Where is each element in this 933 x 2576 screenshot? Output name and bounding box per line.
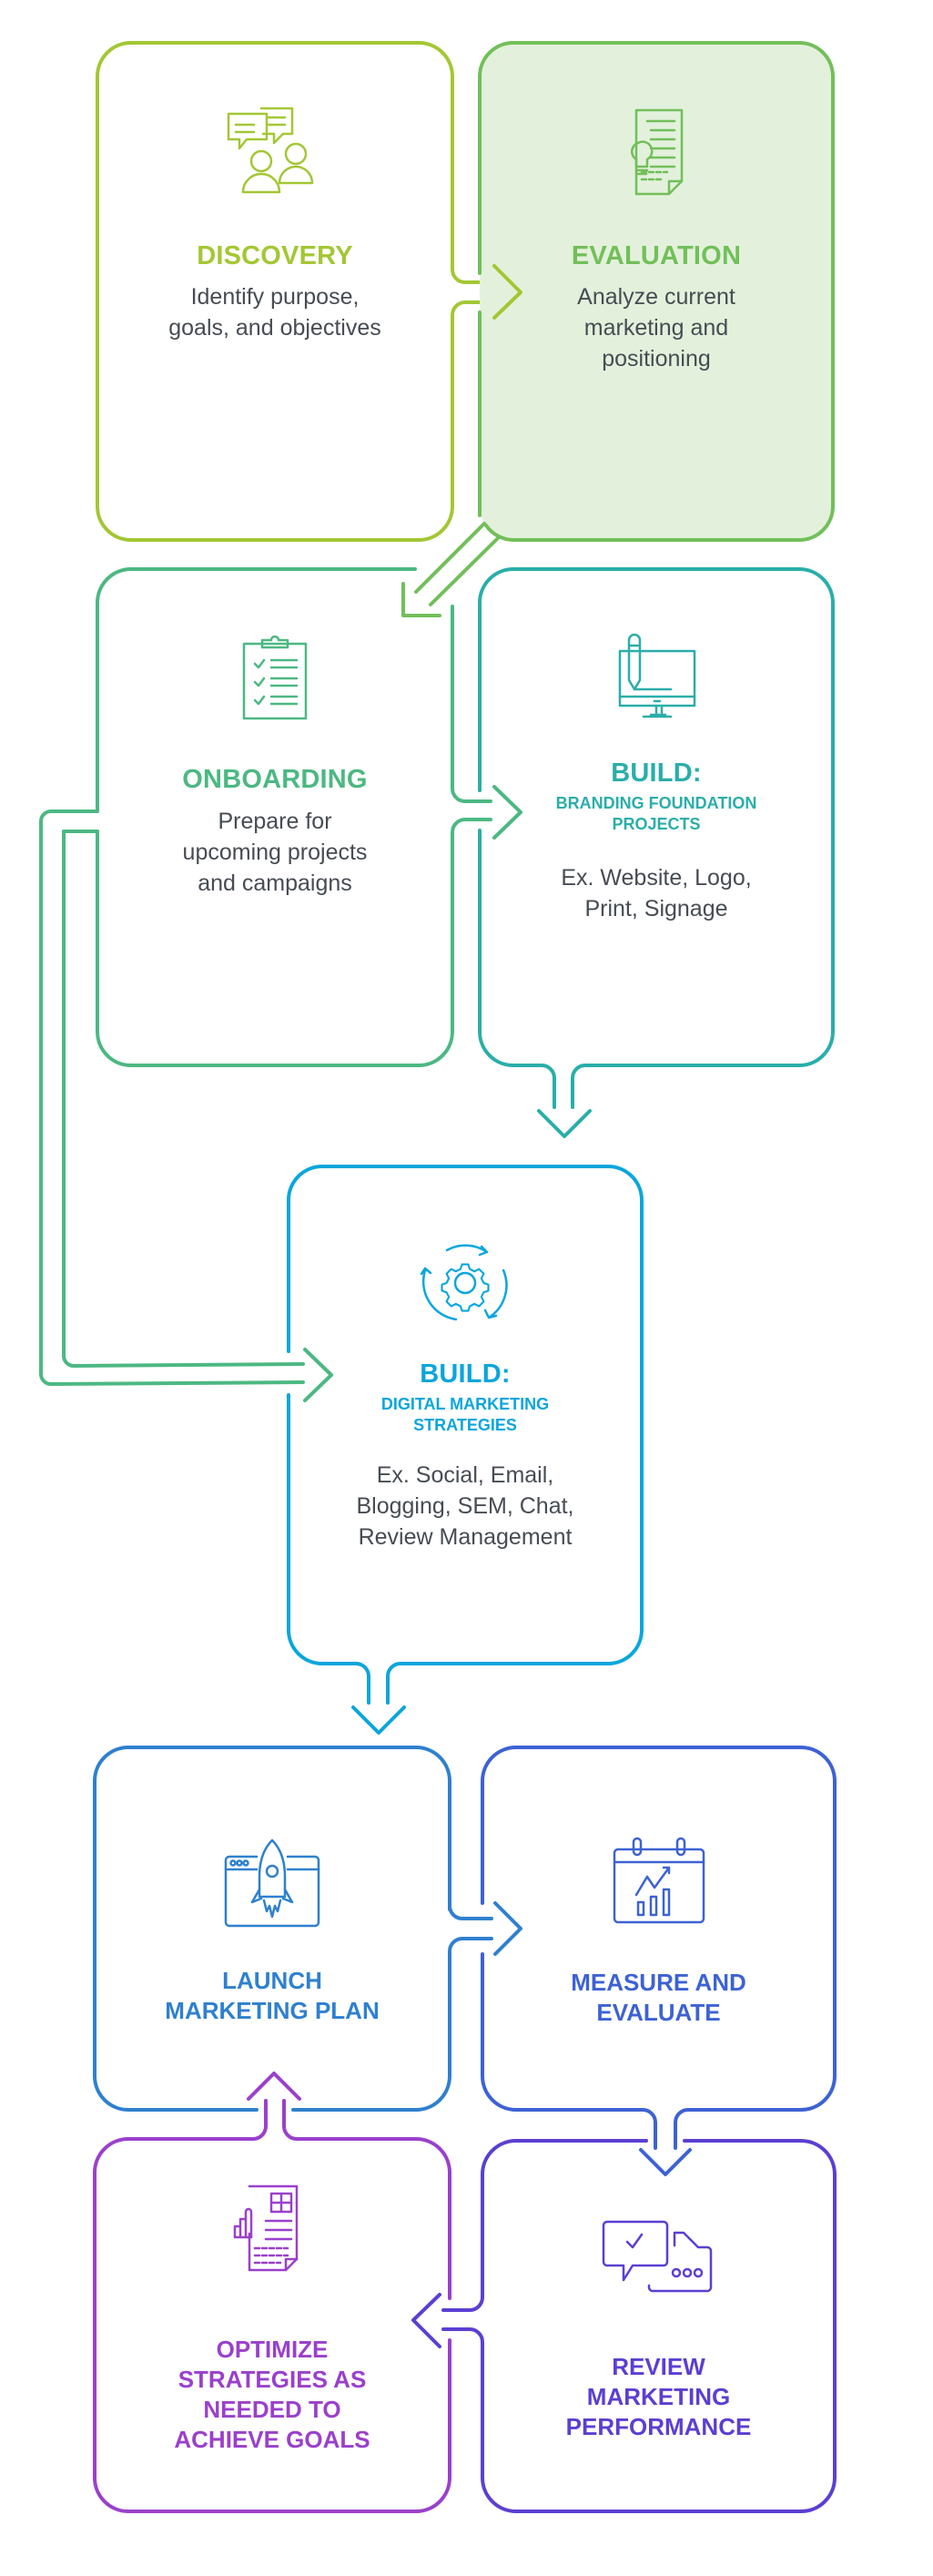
- step-title: DISCOVERY: [197, 241, 353, 270]
- step-description: Prepare for upcoming projects and campai…: [182, 809, 368, 896]
- onboarding-box-border: [39, 567, 492, 1386]
- discovery-box-border: [96, 41, 492, 542]
- discovery-to-evaluation-arrowhead: [492, 264, 522, 320]
- step-title: BUILD:: [611, 759, 702, 788]
- measure-to-review-arrowhead: [639, 2148, 692, 2176]
- step-optimize: OPTIMIZE STRATEGIES AS NEEDED TO ACHIEVE…: [95, 2139, 450, 2511]
- conversation-people-icon: [227, 107, 314, 194]
- review-box-border: [441, 2139, 837, 2513]
- step-title: ONBOARDING: [182, 765, 368, 794]
- step-description: Ex. Social, Email, Blogging, SEM, Chat, …: [356, 1462, 574, 1550]
- build-digital-box-border: [287, 1165, 644, 1705]
- step-description: Analyze current marketing and positionin…: [577, 284, 735, 372]
- branding-to-digital-arrowhead: [537, 1109, 592, 1138]
- report-chart-icon: [233, 2184, 299, 2272]
- evaluation-box-fill: [480, 43, 833, 540]
- document-lightbulb-icon: [630, 108, 684, 196]
- chat-bubbles-check-icon: [602, 2220, 712, 2293]
- step-description: Ex. Website, Logo, Print, Signage: [561, 865, 752, 921]
- step-title: OPTIMIZE STRATEGIES AS NEEDED TO ACHIEVE…: [174, 2336, 370, 2453]
- calendar-chart-icon: [613, 1837, 705, 1924]
- gear-cycle-icon: [420, 1244, 508, 1321]
- step-subtitle: DIGITAL MARKETING STRATEGIES: [380, 1395, 550, 1434]
- digital-to-launch-arrowhead: [351, 1705, 406, 1735]
- monitor-pencil-icon: [618, 633, 696, 718]
- onboarding-to-branding-arrowhead: [492, 785, 522, 840]
- clipboard-checklist-icon: [242, 635, 308, 720]
- step-evaluation: EVALUATION Analyze current marketing and…: [480, 43, 833, 540]
- evaluation-to-onboarding-arrow: [401, 522, 501, 617]
- evaluation-box-border: [478, 41, 835, 542]
- step-title: EVALUATION: [571, 241, 742, 270]
- step-title: REVIEW MARKETING PERFORMANCE: [565, 2353, 752, 2440]
- launch-to-measure-arrowhead: [493, 1901, 522, 1956]
- step-measure: MEASURE AND EVALUATE: [482, 1747, 835, 2110]
- step-description: Identify purpose, goals, and objectives: [168, 284, 381, 341]
- step-build-digital: BUILD: DIGITAL MARKETING STRATEGIES Ex. …: [289, 1166, 642, 1664]
- step-onboarding: ONBOARDING Prepare for upcoming projects…: [97, 569, 452, 1065]
- step-review: REVIEW MARKETING PERFORMANCE: [482, 2141, 835, 2511]
- onboarding-to-digital-arrowhead: [303, 1348, 333, 1402]
- optimize-box-border: [93, 2099, 451, 2513]
- step-title: BUILD:: [420, 1359, 511, 1389]
- build-branding-box-border: [478, 567, 835, 1109]
- review-to-optimize-arrowhead: [411, 2293, 441, 2348]
- step-subtitle: BRANDING FOUNDATION PROJECTS: [555, 794, 757, 833]
- step-title: MEASURE AND EVALUATE: [571, 1969, 746, 2026]
- step-title: LAUNCH MARKETING PLAN: [165, 1967, 380, 2024]
- step-build-branding: BUILD: BRANDING FOUNDATION PROJECTS Ex. …: [480, 569, 833, 1065]
- rocket-browser-icon: [224, 1838, 320, 1928]
- step-launch: LAUNCH MARKETING PLAN: [95, 1747, 450, 2110]
- launch-box-border: [93, 1746, 493, 2112]
- step-discovery: DISCOVERY Identify purpose, goals, and o…: [97, 43, 452, 540]
- optimize-to-launch-arrowhead: [247, 2072, 301, 2101]
- measure-box-border: [481, 1746, 837, 2150]
